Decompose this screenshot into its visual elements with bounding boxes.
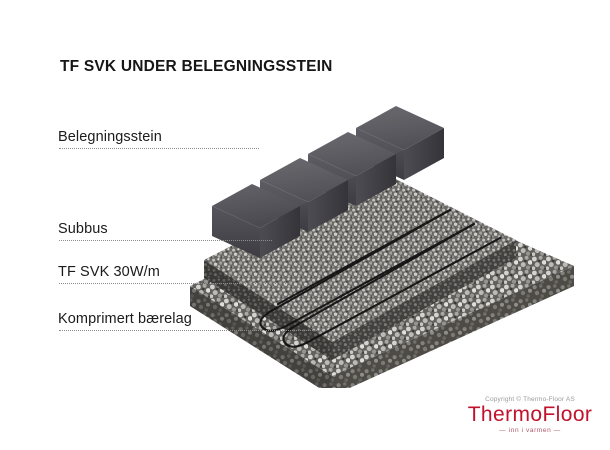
footer-branding: Copyright © Thermo-Floor AS ThermoFloor … xyxy=(455,396,605,434)
paving-cross-section-illustration xyxy=(182,88,582,388)
leader-line xyxy=(59,329,317,331)
layer-subbus xyxy=(204,170,516,360)
callout-label: Belegningsstein xyxy=(58,129,162,145)
brand-tagline: — inn i varmen — xyxy=(499,427,561,435)
layer-paving-stones xyxy=(212,106,444,258)
paving-stone xyxy=(212,184,300,258)
leader-line xyxy=(59,147,259,149)
callout-label: TF SVK 30W/m xyxy=(58,264,160,280)
callout-label: Subbus xyxy=(58,221,108,237)
leader-line xyxy=(59,282,288,284)
brand-name-part2: Floor xyxy=(542,403,593,426)
brand-name-part1: Thermo xyxy=(467,403,543,426)
page-title: TF SVK UNDER BELEGNINGSSTEIN xyxy=(60,58,333,75)
thermofloor-logo: ThermoFloor xyxy=(455,403,605,426)
leader-line xyxy=(59,239,272,241)
heating-cable-tf-svk xyxy=(259,208,502,348)
callout-label: Komprimert bærelag xyxy=(58,311,192,327)
copyright-text: Copyright © Thermo-Floor AS xyxy=(485,396,575,403)
